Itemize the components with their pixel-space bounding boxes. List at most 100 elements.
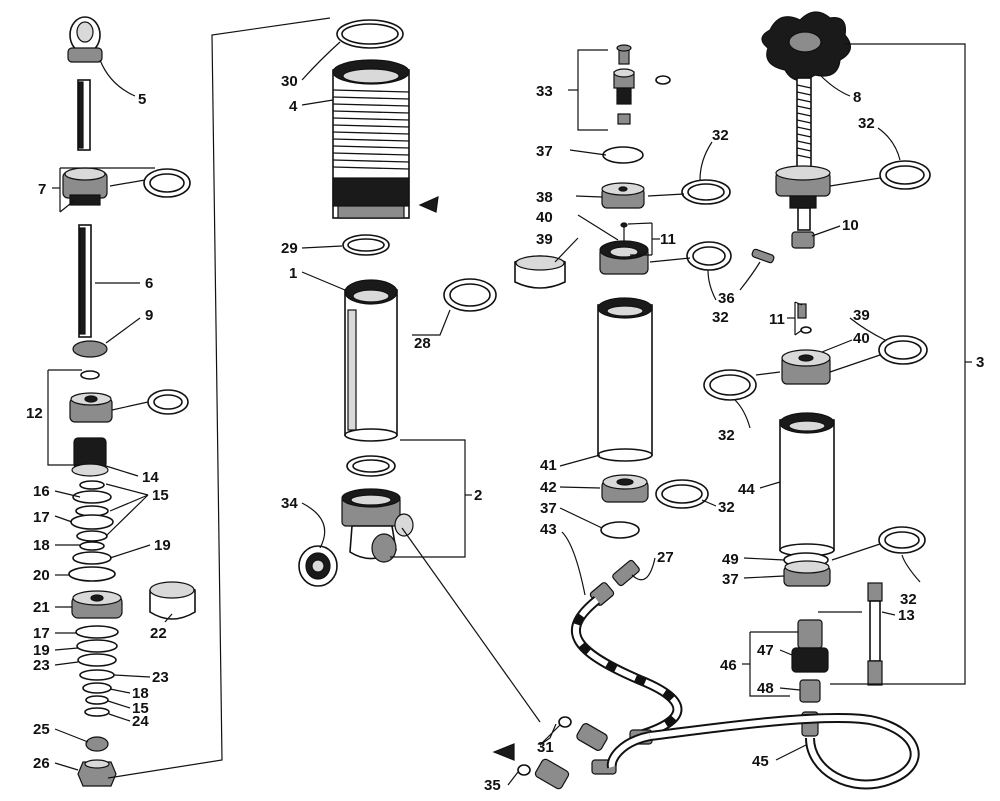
callout-37b: 37 xyxy=(540,500,557,517)
callout-6: 6 xyxy=(145,275,153,292)
col4-callouts: 8 32 10 36 11 39 40 32 3 44 49 37 32 13 … xyxy=(718,89,984,770)
callout-41: 41 xyxy=(540,457,557,474)
col3-leaders xyxy=(507,49,717,786)
reservoir-cylinder xyxy=(597,297,653,462)
callout-48: 48 xyxy=(757,680,774,697)
callout-15: 15 xyxy=(152,487,169,504)
quick-coupler xyxy=(791,619,829,737)
ring-37 xyxy=(602,146,644,164)
callout-32: 32 xyxy=(712,127,729,144)
callout-16: 16 xyxy=(33,483,50,500)
threaded-stud xyxy=(867,582,883,686)
callout-5: 5 xyxy=(138,91,146,108)
col1-callouts: 5 7 6 9 12 14 16 15 17 18 19 20 21 22 17… xyxy=(26,91,171,772)
callout-12: 12 xyxy=(26,405,43,422)
callout-1: 1 xyxy=(289,265,297,282)
callout-4: 4 xyxy=(289,98,298,115)
callout-26: 26 xyxy=(33,755,50,772)
reservoir-end-cap xyxy=(781,349,831,385)
callout-32b: 32 xyxy=(712,309,729,326)
callout-32c: 32 xyxy=(718,499,735,516)
bearing xyxy=(69,392,113,423)
callout-13: 13 xyxy=(898,607,915,624)
callout-19b: 19 xyxy=(33,642,50,659)
body-assembly xyxy=(298,19,497,587)
lower-cap xyxy=(783,560,831,587)
callout-21: 21 xyxy=(33,599,50,616)
callout-42: 42 xyxy=(540,479,557,496)
callout-43: 43 xyxy=(540,521,557,538)
callout-19: 19 xyxy=(154,537,171,554)
callout-22: 22 xyxy=(150,625,167,642)
callout-44: 44 xyxy=(738,481,755,498)
callout-3: 3 xyxy=(976,354,984,371)
callout-33: 33 xyxy=(536,83,553,100)
callout-29: 29 xyxy=(281,240,298,257)
adjuster-housing xyxy=(775,165,831,209)
elbow-fitting-35 xyxy=(517,758,617,790)
reservoir-piston xyxy=(601,474,649,503)
callout-24: 24 xyxy=(132,713,149,730)
ring-37b xyxy=(600,521,640,539)
end-cap xyxy=(601,182,645,209)
lock-nut xyxy=(77,761,117,787)
rod-end-eye xyxy=(67,16,103,63)
callout-39b: 39 xyxy=(853,307,870,324)
callout-27: 27 xyxy=(657,549,674,566)
pin xyxy=(751,248,775,264)
callout-35: 35 xyxy=(484,777,501,794)
callout-28: 28 xyxy=(414,335,431,352)
callout-40: 40 xyxy=(536,209,553,226)
shaft-assembly xyxy=(62,16,196,787)
callout-8: 8 xyxy=(853,89,861,106)
callout-45: 45 xyxy=(752,753,769,770)
callout-34: 34 xyxy=(281,495,298,512)
callout-32e: 32 xyxy=(718,427,735,444)
lower-shim-stack xyxy=(75,625,119,717)
callout-14: 14 xyxy=(142,469,159,486)
callout-32d: 32 xyxy=(858,115,875,132)
direction-arrow xyxy=(418,196,439,213)
washer xyxy=(72,340,108,358)
valve xyxy=(797,303,807,319)
col1-leaders xyxy=(47,59,173,771)
callout-40b: 40 xyxy=(853,330,870,347)
callout-25: 25 xyxy=(33,721,50,738)
remote-cylinder xyxy=(779,412,835,557)
callout-37: 37 xyxy=(536,143,553,160)
piston xyxy=(71,590,123,619)
adjuster-assembly xyxy=(606,11,931,790)
body-base xyxy=(341,488,414,563)
col2-leaders xyxy=(301,41,541,723)
hose-fitting xyxy=(589,559,640,606)
callout-46: 46 xyxy=(720,657,737,674)
callout-38: 38 xyxy=(536,189,553,206)
callout-31: 31 xyxy=(537,739,554,756)
callout-10: 10 xyxy=(842,217,859,234)
callout-37c: 37 xyxy=(722,571,739,588)
callout-18b: 18 xyxy=(132,685,149,702)
callout-11b: 11 xyxy=(769,311,785,328)
callout-36: 36 xyxy=(718,290,735,307)
callout-39: 39 xyxy=(536,231,553,248)
threaded-sleeve xyxy=(332,59,410,219)
inner-cylinder xyxy=(344,279,398,442)
callout-11: 11 xyxy=(660,231,676,248)
shim-stack xyxy=(68,480,116,582)
col2-callouts: 30 4 29 1 28 2 34 xyxy=(281,73,482,512)
callout-32f: 32 xyxy=(900,591,917,608)
bearing-nut xyxy=(62,167,108,206)
callout-9: 9 xyxy=(145,307,153,324)
col3-callouts: 33 37 38 40 39 11 32 32 41 42 37 43 27 3… xyxy=(484,83,735,794)
valve-body xyxy=(599,222,649,275)
callout-7: 7 xyxy=(38,181,46,198)
bushing-34 xyxy=(298,545,338,587)
callout-15b: 15 xyxy=(132,700,149,717)
assembly-bracket xyxy=(107,17,331,779)
nut xyxy=(85,736,109,752)
col4-leaders xyxy=(734,43,972,761)
hose-43 xyxy=(570,596,683,740)
callout-23: 23 xyxy=(33,657,50,674)
callout-23b: 23 xyxy=(152,669,169,686)
